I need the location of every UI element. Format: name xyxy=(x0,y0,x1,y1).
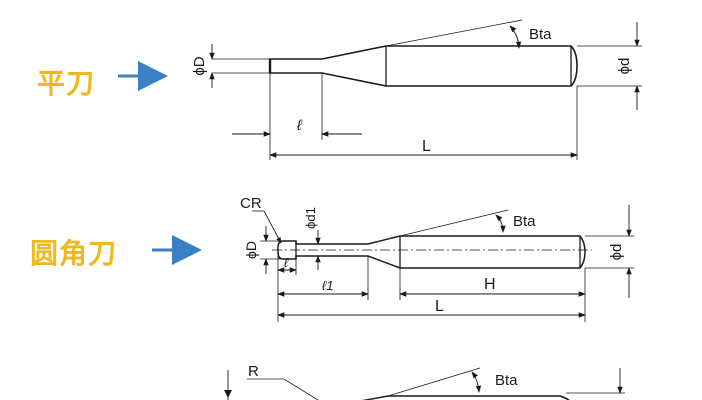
flat-end-mill-dimension-labels: ϕD ϕd Bta ℓ L xyxy=(191,26,633,155)
ball-end-mill-outline xyxy=(361,395,570,400)
corner-neck-diameter-d1-label: ϕd1 xyxy=(303,207,318,229)
ball-end-mill-dimension-labels: R Bta xyxy=(248,363,518,389)
ball-angle-label: Bta xyxy=(495,372,518,389)
corner-angle-label: Bta xyxy=(513,213,536,230)
flat-total-length-label: L xyxy=(422,138,431,155)
flat-edge-length-label: ℓ xyxy=(296,117,303,134)
flat-diameter-D-label: ϕD xyxy=(191,56,208,75)
corner-radius-end-mill-outline xyxy=(277,235,586,269)
corner-shank-length-H-label: H xyxy=(484,276,496,293)
corner-total-length-label: L xyxy=(435,298,444,315)
flat-end-mill-outline xyxy=(269,45,578,87)
corner-neck-length-label: ℓ1 xyxy=(322,278,333,293)
corner-radius-end-mill-dimension-labels: CR ϕD ϕd1 ϕd Bta ℓ ℓ1 H L xyxy=(240,195,625,315)
flat-end-mill-drawing xyxy=(209,19,642,160)
ball-radius-R-label: R xyxy=(248,363,259,380)
flat-angle-label: Bta xyxy=(529,26,552,43)
corner-shank-diameter-label: ϕd xyxy=(608,244,625,261)
ball-end-mill-drawing xyxy=(224,367,625,400)
corner-diameter-D-label: ϕD xyxy=(243,241,259,259)
corner-edge-length-label: ℓ xyxy=(284,255,289,270)
flat-shank-diameter-label: ϕd xyxy=(616,58,633,75)
corner-radius-CR-label: CR xyxy=(240,195,262,212)
corner-radius-end-mill-drawing xyxy=(252,205,634,322)
flat-end-mill-label: 平刀 xyxy=(37,67,96,100)
corner-radius-end-mill-label: 圆角刀 xyxy=(30,237,118,270)
